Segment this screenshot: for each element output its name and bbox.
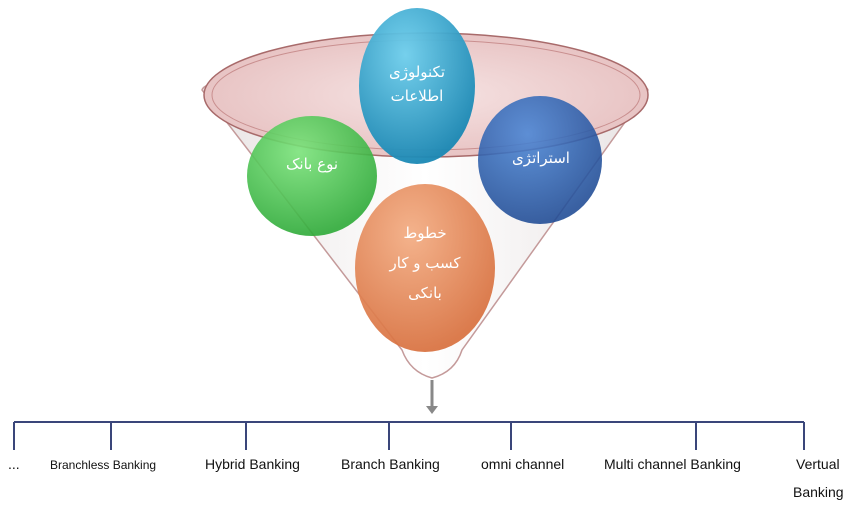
category-branchless: Branchless Banking [50,458,157,472]
category-omni: omni channel [481,456,565,472]
bubble-bank-type-line1: نوع بانک [286,155,338,173]
bubble-it-label: تکنولوژی اطلاعات [372,60,462,108]
bubble-strategy-line1: استراتژی [512,149,570,167]
bubble-business-lines-line1: خطوط [403,224,447,242]
bubble-strategy-label: استراتژی [500,146,582,170]
bubble-strategy [478,96,602,224]
bubble-business-lines-line2: کسب و کار [389,254,461,272]
category-hybrid: Hybrid Banking [205,456,300,472]
category-branch: Branch Banking [341,456,440,472]
category-vertual-line2: Banking [793,484,844,500]
bubble-business-lines [355,184,495,352]
bubble-business-lines-line3: بانکی [408,284,442,302]
bubble-business-lines-label: خطوط کسب و کار بانکی [375,218,475,308]
bubble-bank-type-label: نوع بانک [270,152,354,176]
bubble-it-line2: اطلاعات [390,87,444,105]
category-ellipsis: ... [8,456,20,472]
bubble-it-line1: تکنولوژی [388,63,446,81]
category-vertual: Vertual [796,456,840,472]
bubble-bank-type [247,116,377,236]
bubble-it [359,8,475,164]
category-multi: Multi channel Banking [604,456,741,472]
